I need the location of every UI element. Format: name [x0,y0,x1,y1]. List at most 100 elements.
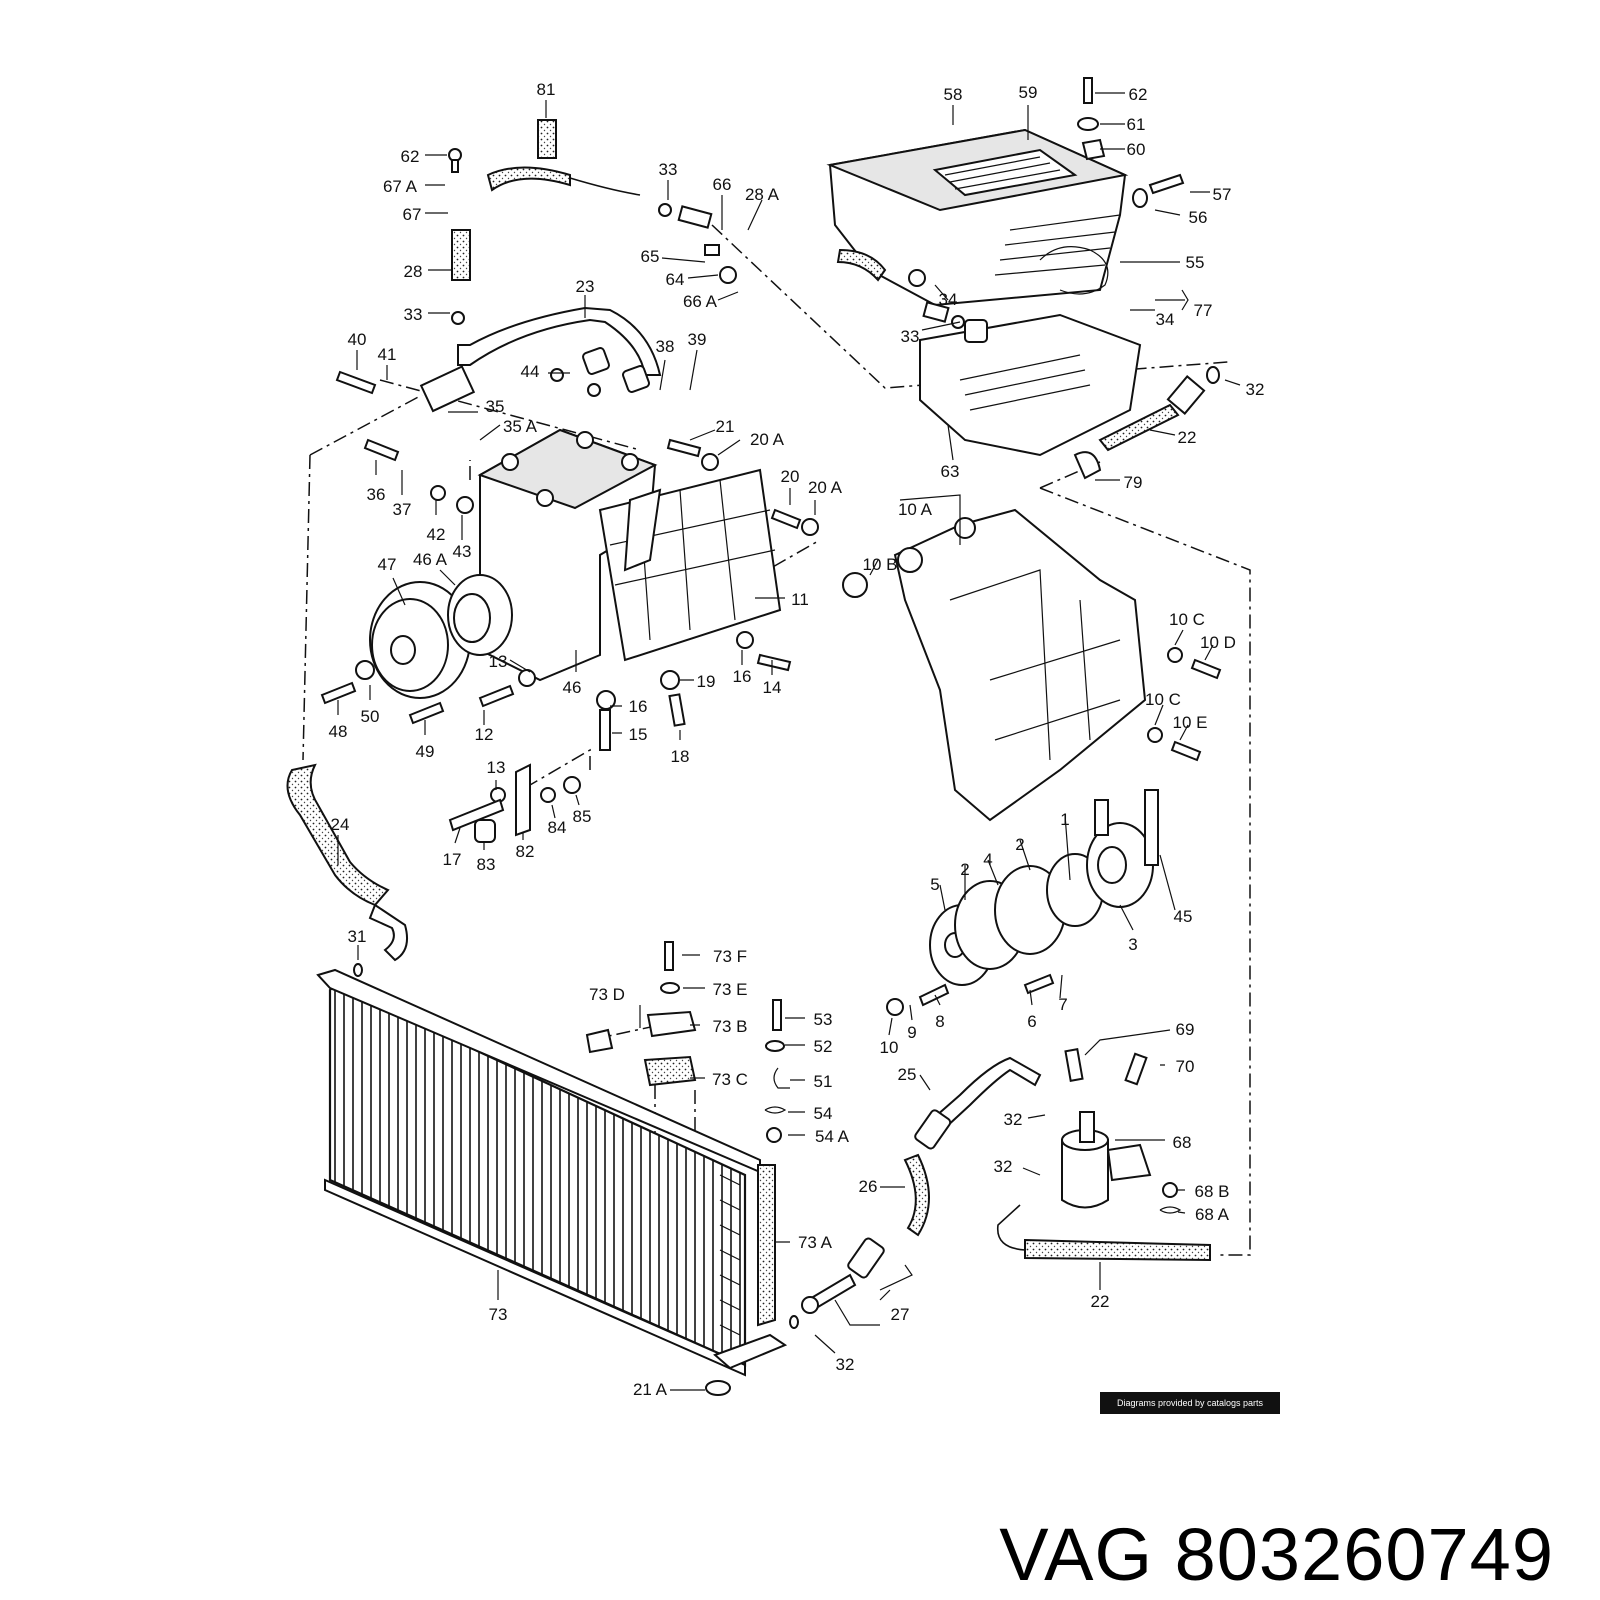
callout-52: 52 [814,1037,833,1056]
callout-10C: 10 C [1169,610,1205,629]
callout-20A: 20 A [750,430,785,449]
callout-27: 27 [891,1305,910,1324]
callout-7: 7 [1058,995,1067,1014]
callout-9: 9 [907,1023,916,1042]
callout-10A: 10 A [898,500,933,519]
callout-73E: 73 E [713,980,748,999]
callout-54A: 54 A [815,1127,850,1146]
callout-17: 17 [443,850,462,869]
callout-42: 42 [427,525,446,544]
callout-13: 13 [487,758,506,777]
callout-69: 69 [1176,1020,1195,1039]
condenser-mounts [585,941,790,1143]
callout-labels: 81 62 67 A 67 28 33 33 66 28 A 65 64 66 … [329,80,1265,1399]
bracket-82 [448,763,581,843]
callout-46A: 46 A [413,550,448,569]
callout-56: 56 [1189,208,1208,227]
callout-77: 77 [1194,301,1213,320]
compressor [477,428,782,682]
callout-41: 41 [378,345,397,364]
callout-15: 15 [629,725,648,744]
callout-3: 3 [1128,935,1137,954]
callout-20: 20 [781,467,800,486]
callout-5: 5 [930,875,939,894]
callout-35A: 35 A [503,417,538,436]
callout-73A: 73 A [798,1233,833,1252]
callout-32: 32 [1004,1110,1023,1129]
condenser [316,968,788,1396]
callout-66A: 66 A [683,292,718,311]
callout-32: 32 [994,1157,1013,1176]
callout-63: 63 [941,462,960,481]
callout-67: 67 [403,205,422,224]
callout-68A: 68 A [1195,1205,1230,1224]
callout-4: 4 [983,850,992,869]
callout-2: 2 [1015,835,1024,854]
hose-22-lower [996,1204,1211,1262]
callout-61: 61 [1127,115,1146,134]
callout-21A: 21 A [633,1380,668,1399]
callout-85: 85 [573,807,592,826]
callout-83: 83 [477,855,496,874]
pipe-27 [789,1237,885,1329]
hose-26 [903,1153,930,1237]
callout-13: 13 [489,652,508,671]
callout-20A: 20 A [808,478,843,497]
callout-28: 28 [404,262,423,281]
callout-22: 22 [1178,428,1197,447]
callout-10C: 10 C [1145,690,1181,709]
callout-33: 33 [404,305,423,324]
callout-12: 12 [475,725,494,744]
diagram-credit-badge: Diagrams provided by catalogs parts [1100,1392,1280,1414]
callout-2: 2 [960,860,969,879]
callout-67A: 67 A [383,177,418,196]
callout-16: 16 [629,697,648,716]
callout-22: 22 [1091,1292,1110,1311]
hose-24 [286,763,408,962]
callout-47: 47 [378,555,397,574]
callout-68: 68 [1173,1133,1192,1152]
callout-19: 19 [697,672,716,691]
callout-55: 55 [1186,253,1205,272]
callout-65: 65 [641,247,660,266]
callout-48: 48 [329,722,348,741]
callout-26: 26 [859,1177,878,1196]
callout-33: 33 [659,160,678,179]
callout-73C: 73 C [712,1070,748,1089]
callout-21: 21 [716,417,735,436]
pipe-25 [914,1056,1042,1150]
pipe-23 [457,306,662,376]
callout-62: 62 [401,147,420,166]
part-number-title: VAG 803260749 [999,1513,1554,1596]
callout-73F: 73 F [713,947,747,966]
callout-49: 49 [416,742,435,761]
callout-51: 51 [814,1072,833,1091]
receiver-drier [1061,1048,1182,1214]
callout-46: 46 [563,678,582,697]
callout-39: 39 [688,330,707,349]
callout-6: 6 [1027,1012,1036,1031]
callout-31: 31 [348,927,367,946]
callout-40: 40 [348,330,367,349]
callout-37: 37 [393,500,412,519]
callout-24: 24 [331,815,350,834]
callout-18: 18 [671,747,690,766]
callout-70: 70 [1176,1057,1195,1076]
callout-35: 35 [486,397,505,416]
callout-53: 53 [814,1010,833,1029]
callout-54: 54 [814,1104,833,1123]
callout-34: 34 [1156,310,1175,329]
callout-34: 34 [939,290,958,309]
callout-8: 8 [935,1012,944,1031]
hose-22-upper [1098,375,1206,452]
callout-59: 59 [1019,83,1038,102]
callout-58: 58 [944,85,963,104]
callout-44: 44 [521,362,540,381]
callout-36: 36 [367,485,386,504]
hose-81-67 [486,119,641,196]
callout-73B: 73 B [713,1017,748,1036]
leader-lines [337,92,1241,1391]
callout-73: 73 [489,1305,508,1324]
callout-28A: 28 A [745,185,780,204]
